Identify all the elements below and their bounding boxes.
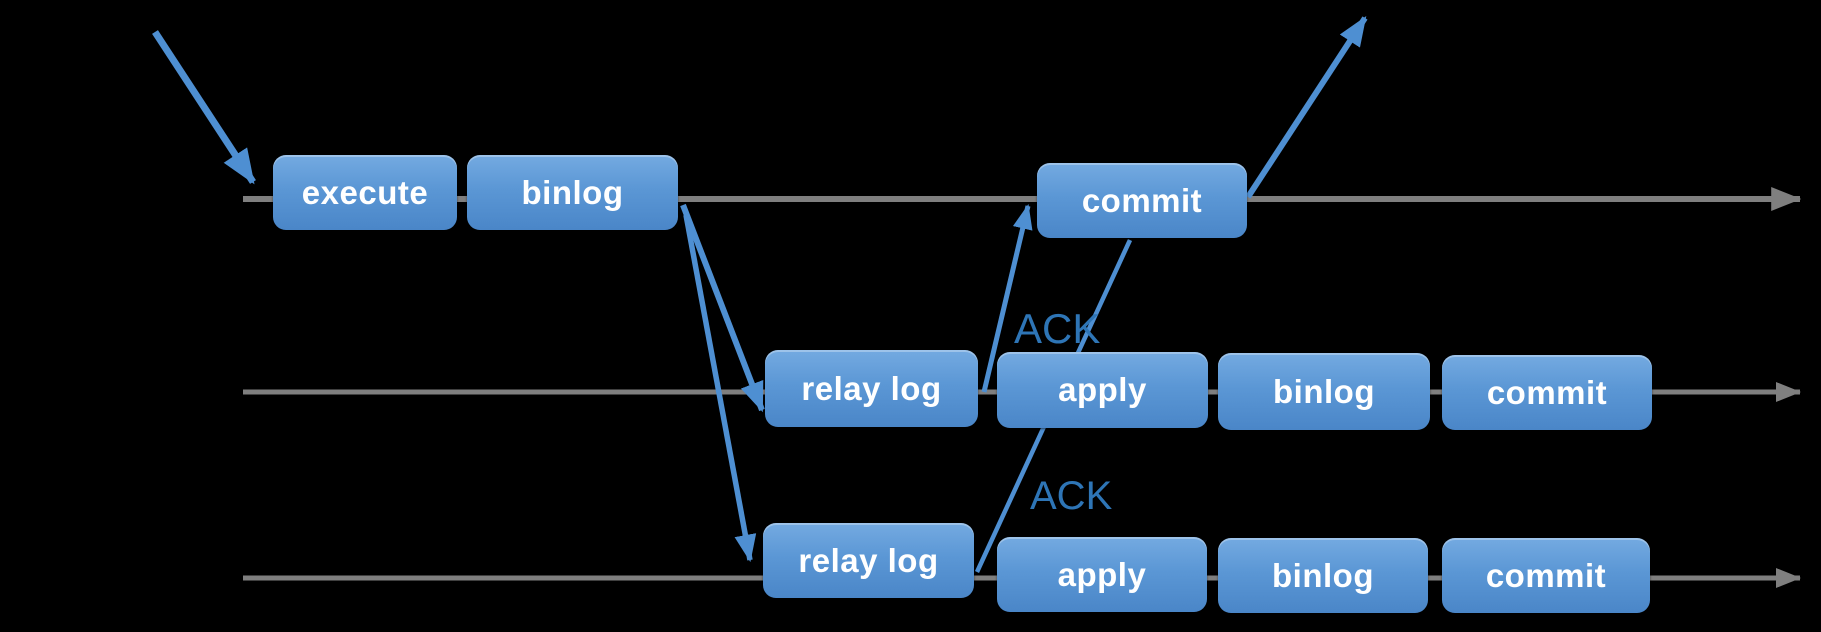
- arrow-commit-outgoing: [1245, 15, 1368, 199]
- box-commit-row2: commit: [1442, 355, 1652, 430]
- arrow-incoming-to-execute: [152, 30, 256, 185]
- box-relaylog-row3: relay log: [763, 523, 974, 598]
- box-binlog-row2: binlog: [1218, 353, 1430, 430]
- box-binlog-row1-label: binlog: [521, 173, 624, 211]
- box-binlog-row1: binlog: [467, 155, 678, 230]
- box-relaylog-row2: relay log: [765, 350, 978, 427]
- box-relaylog-row2-label: relay log: [801, 369, 942, 407]
- box-commit-row3-label: commit: [1485, 556, 1607, 594]
- box-relaylog-row3-label: relay log: [798, 541, 939, 579]
- ack-label-row2: ACK: [1014, 305, 1101, 352]
- box-apply-row2: apply: [997, 352, 1208, 428]
- box-commit-row1-label: commit: [1081, 181, 1203, 219]
- arrow-binlog-to-relaylog-row3: [683, 214, 757, 563]
- box-execute: execute: [273, 155, 457, 230]
- box-binlog-row3-label: binlog: [1272, 556, 1374, 594]
- box-apply-row3-label: apply: [1057, 555, 1147, 593]
- box-apply-row3: apply: [997, 537, 1207, 612]
- box-execute-label: execute: [301, 173, 429, 211]
- box-commit-row3: commit: [1442, 538, 1650, 613]
- arrow-binlog-to-relaylog-row2: [680, 203, 765, 413]
- box-binlog-row2-label: binlog: [1273, 372, 1375, 410]
- box-commit-row2-label: commit: [1486, 373, 1608, 411]
- box-apply-row2-label: apply: [1058, 371, 1147, 408]
- arrow-ack-row2-to-master: [981, 204, 1033, 393]
- ack-label-row3: ACK: [1030, 474, 1113, 518]
- box-commit-row1: commit: [1037, 163, 1247, 238]
- box-binlog-row3: binlog: [1218, 538, 1428, 613]
